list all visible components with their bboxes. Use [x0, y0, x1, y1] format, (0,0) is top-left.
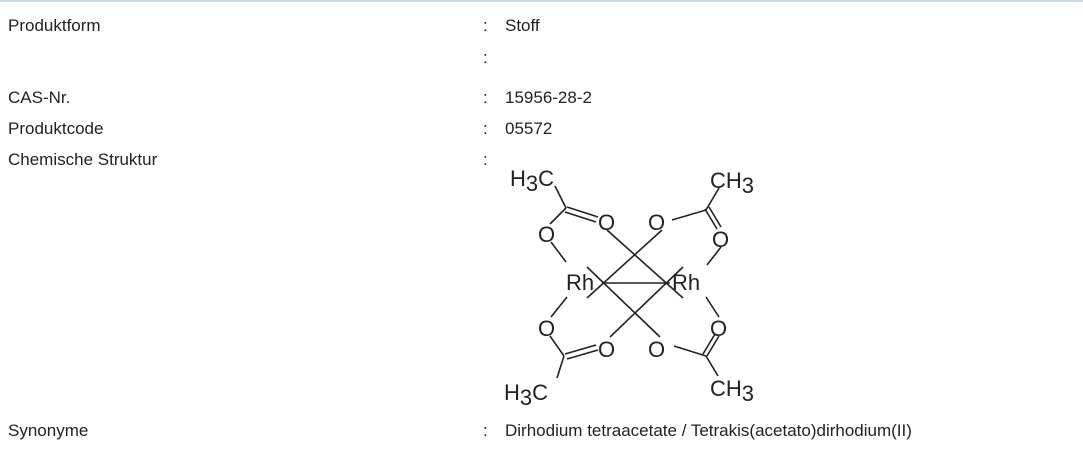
bond: [586, 229, 663, 299]
field-label: Produktcode: [8, 119, 104, 138]
bond: [549, 207, 567, 225]
bond: [550, 296, 568, 318]
field-separator: :: [483, 16, 488, 35]
field-label: CAS-Nr.: [8, 88, 71, 107]
atom-oxygen: O: [648, 337, 665, 362]
bond: [673, 345, 707, 357]
bond: [705, 355, 719, 377]
atom-oxygen: O: [710, 316, 727, 341]
bond: [566, 349, 599, 360]
atom-oxygen: O: [598, 337, 615, 362]
bond: [704, 208, 718, 230]
field-value: Stoff: [505, 16, 540, 35]
field-label: Produktform: [8, 16, 101, 35]
field-row-product-form: Produktform : Stoff: [0, 14, 1083, 38]
field-value: Dirhodium tetraacetate / Tetrakis(acetat…: [505, 421, 912, 440]
bond: [706, 335, 720, 357]
bond: [671, 209, 707, 221]
bond: [702, 333, 716, 355]
field-row-synonyms: Synonyme : Dirhodium tetraacetate / Tetr…: [0, 419, 1083, 443]
field-value: 05572: [505, 119, 553, 138]
field-label: Chemische Struktur: [8, 150, 158, 169]
atom-rhodium: Rh: [566, 270, 594, 295]
atom-oxygen: O: [538, 316, 555, 341]
bond: [609, 266, 684, 338]
atom-h3c-bottom-left: H3C: [504, 380, 548, 410]
bond: [708, 206, 722, 228]
field-separator: :: [483, 119, 488, 138]
structure-atoms: H3C CH3 O O O O Rh Rh O O O O H3C CH3: [504, 166, 754, 410]
atom-oxygen: O: [538, 222, 555, 247]
bond: [586, 266, 661, 338]
bond: [564, 211, 597, 223]
field-separator: :: [483, 88, 488, 107]
field-value: 15956-28-2: [505, 88, 592, 107]
field-separator: :: [483, 421, 488, 440]
field-row-empty: :: [0, 46, 1083, 70]
atom-oxygen: O: [648, 210, 665, 235]
bond: [550, 241, 567, 263]
atom-oxygen: O: [712, 227, 729, 252]
bond: [706, 246, 722, 266]
atom-ch3-top-right: CH3: [710, 168, 754, 198]
bond: [566, 206, 599, 218]
bond: [554, 185, 567, 209]
bond: [556, 355, 565, 379]
bond: [705, 296, 720, 318]
bond: [606, 229, 684, 299]
field-row-chemical-structure: Chemische Struktur :: [0, 148, 1083, 172]
field-label: Synonyme: [8, 421, 89, 440]
bond: [564, 344, 597, 355]
atom-rhodium: Rh: [672, 270, 700, 295]
structure-bonds: [549, 185, 722, 379]
field-row-cas-number: CAS-Nr. : 15956-28-2: [0, 86, 1083, 110]
atom-ch3-bottom-right: CH3: [710, 376, 754, 406]
atom-h3c-top-left: H3C: [510, 166, 554, 196]
field-separator: :: [483, 48, 488, 67]
chemical-structure-diagram: H3C CH3 O O O O Rh Rh O O O O H3C CH3: [500, 150, 770, 412]
field-separator: :: [483, 150, 488, 169]
top-divider: [0, 0, 1083, 2]
bond: [549, 335, 565, 357]
atom-oxygen: O: [598, 210, 615, 235]
bond: [705, 187, 720, 211]
field-row-product-code: Produktcode : 05572: [0, 117, 1083, 141]
